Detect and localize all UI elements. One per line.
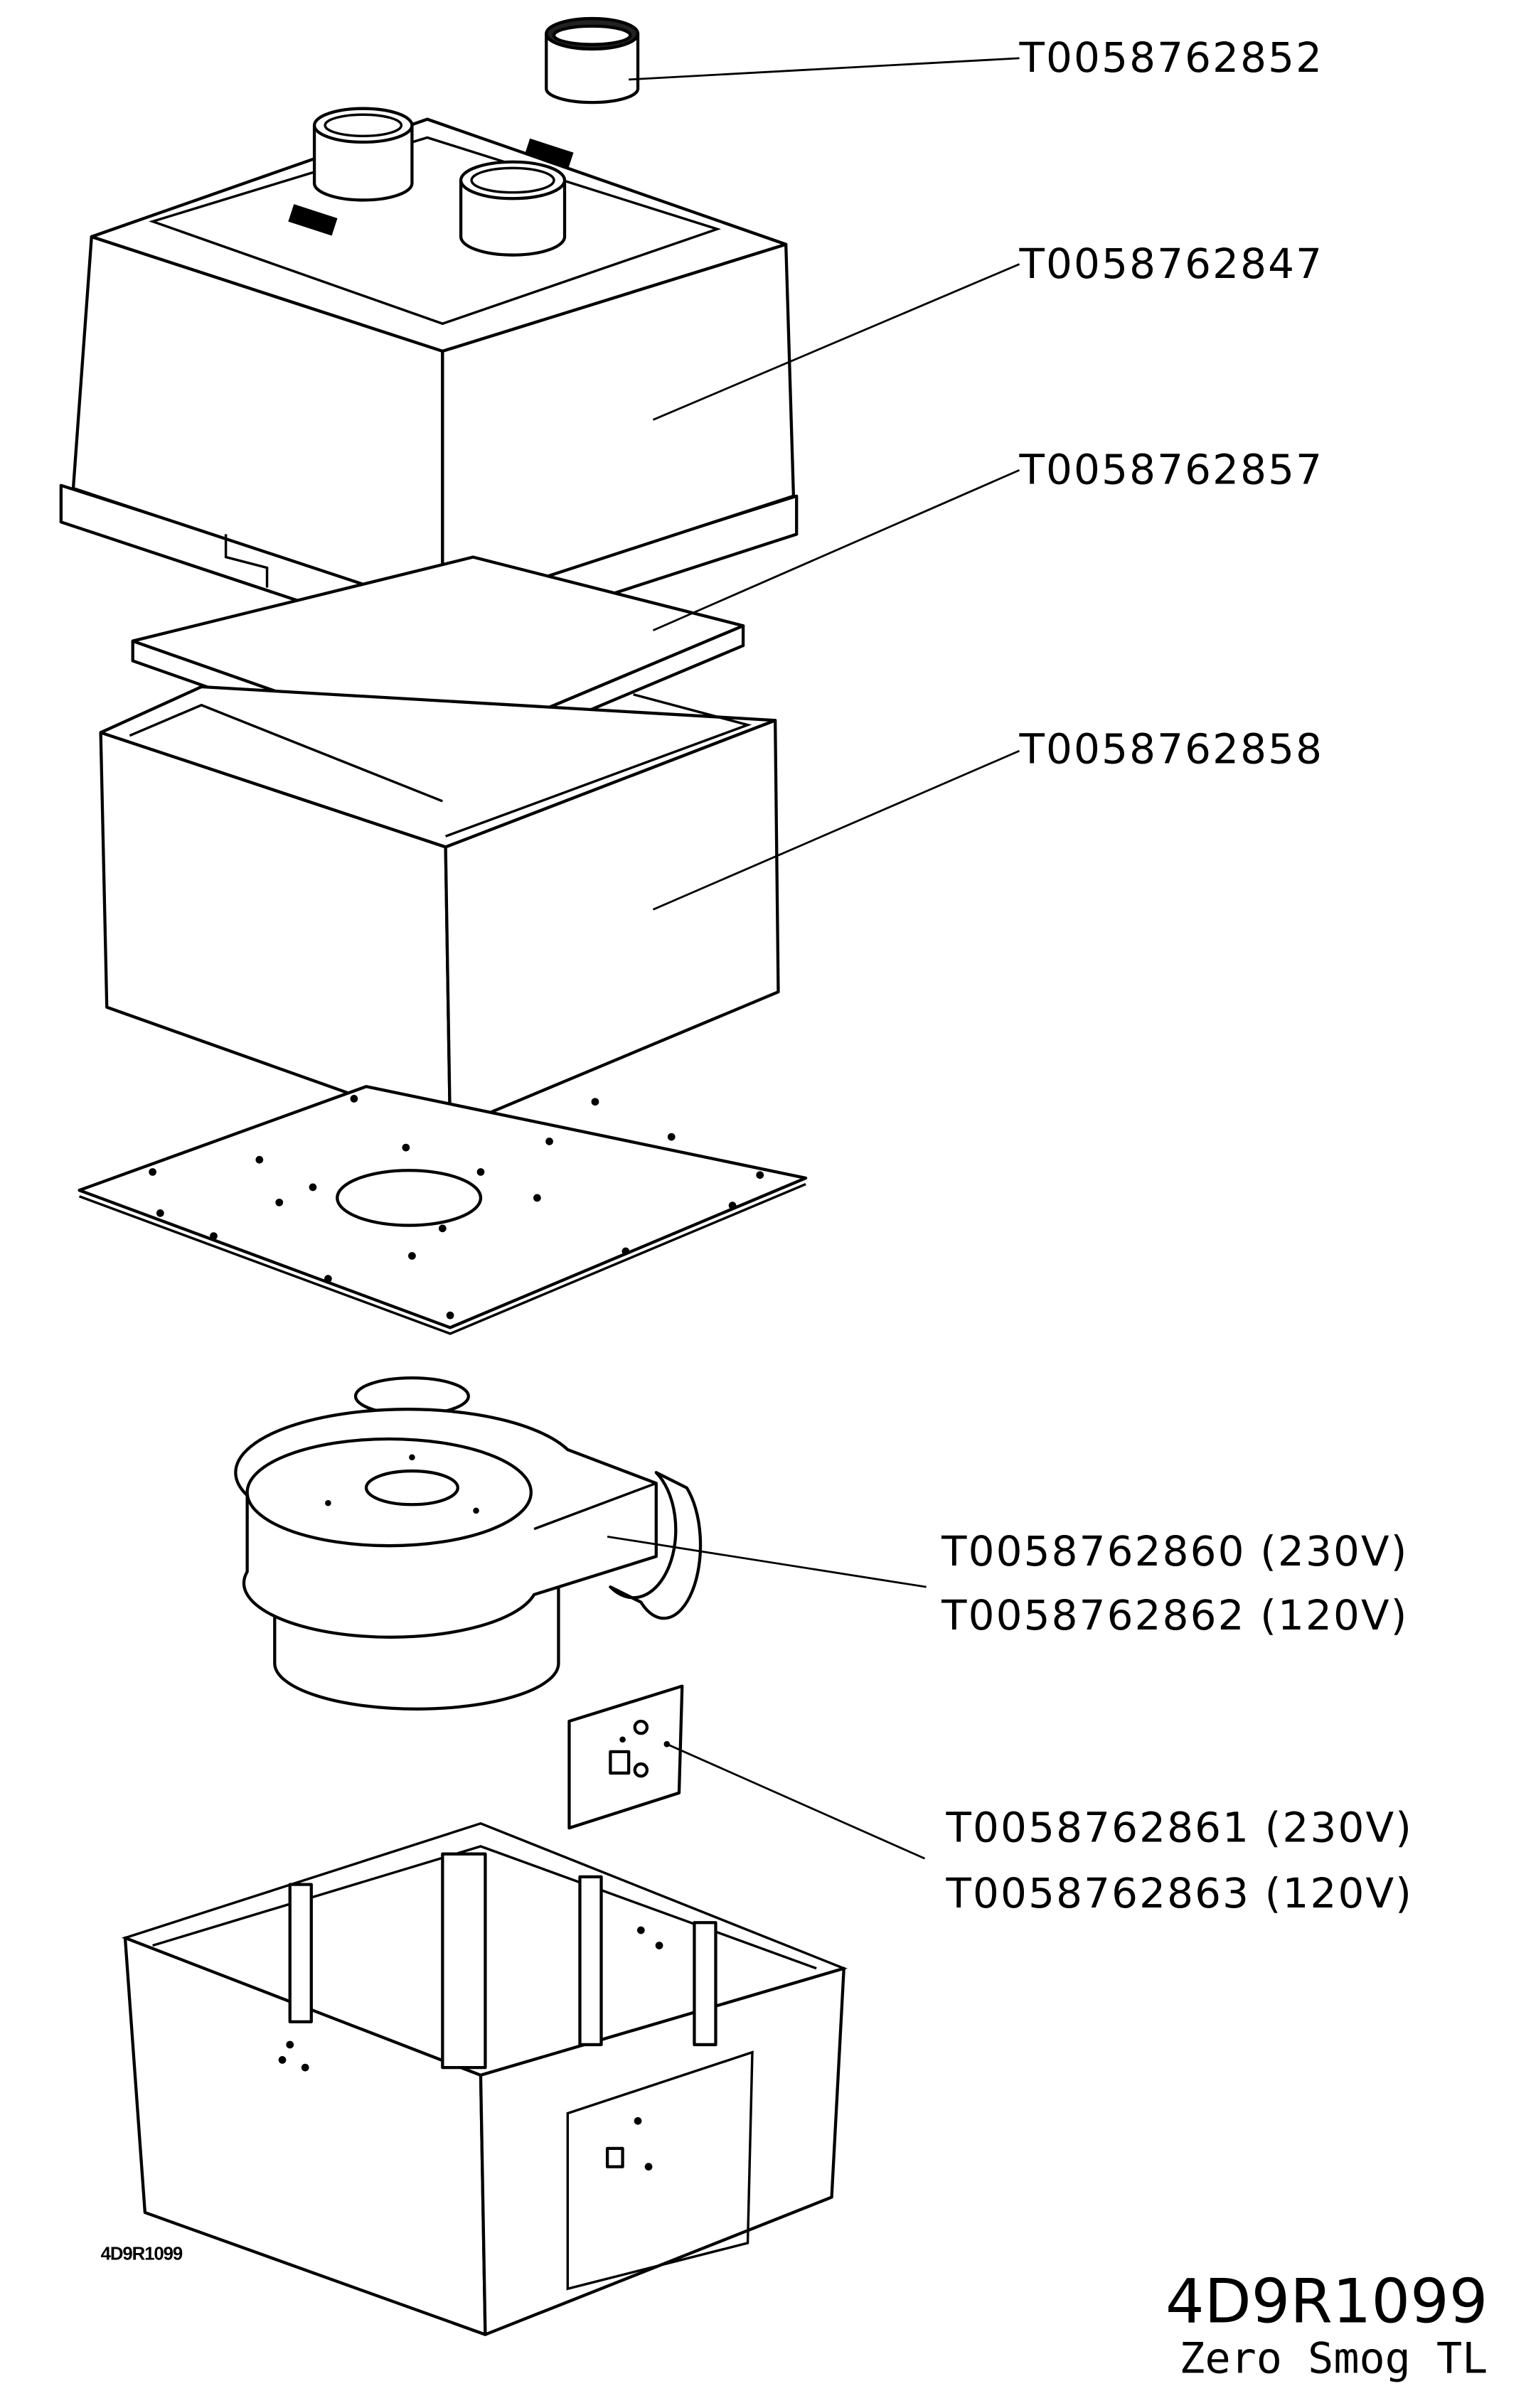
title-drawing-code: 4D9R1099 <box>1165 2267 1488 2338</box>
title-product-name: Zero Smog TL <box>1179 2333 1488 2383</box>
part-label: T0058762863 (120V) <box>946 1869 1413 1917</box>
filter-box-part <box>99 685 780 1131</box>
hood-part <box>59 107 799 651</box>
part-label: T0058762861 (230V) <box>946 1804 1413 1852</box>
hood-outlet-right <box>459 160 567 257</box>
part-label: T0058762857 <box>1019 446 1324 494</box>
part-label: T0058762860 (230V) <box>941 1527 1408 1575</box>
base-tray-part <box>121 1821 848 2336</box>
part-label: T0058762862 (120V) <box>941 1591 1408 1639</box>
pcb-part <box>567 1684 684 1830</box>
drawing-code-small: 4D9R1099 <box>101 2244 183 2264</box>
leader-lines <box>607 57 1020 1860</box>
hood-outlet-left <box>312 107 414 202</box>
base-plate-part <box>78 1085 808 1335</box>
part-label: T0058762858 <box>1019 724 1324 773</box>
part-label: T0058762847 <box>1019 240 1324 288</box>
cap-part <box>545 16 640 105</box>
motor-part <box>234 1408 703 1711</box>
part-label: T0058762852 <box>1019 33 1324 82</box>
